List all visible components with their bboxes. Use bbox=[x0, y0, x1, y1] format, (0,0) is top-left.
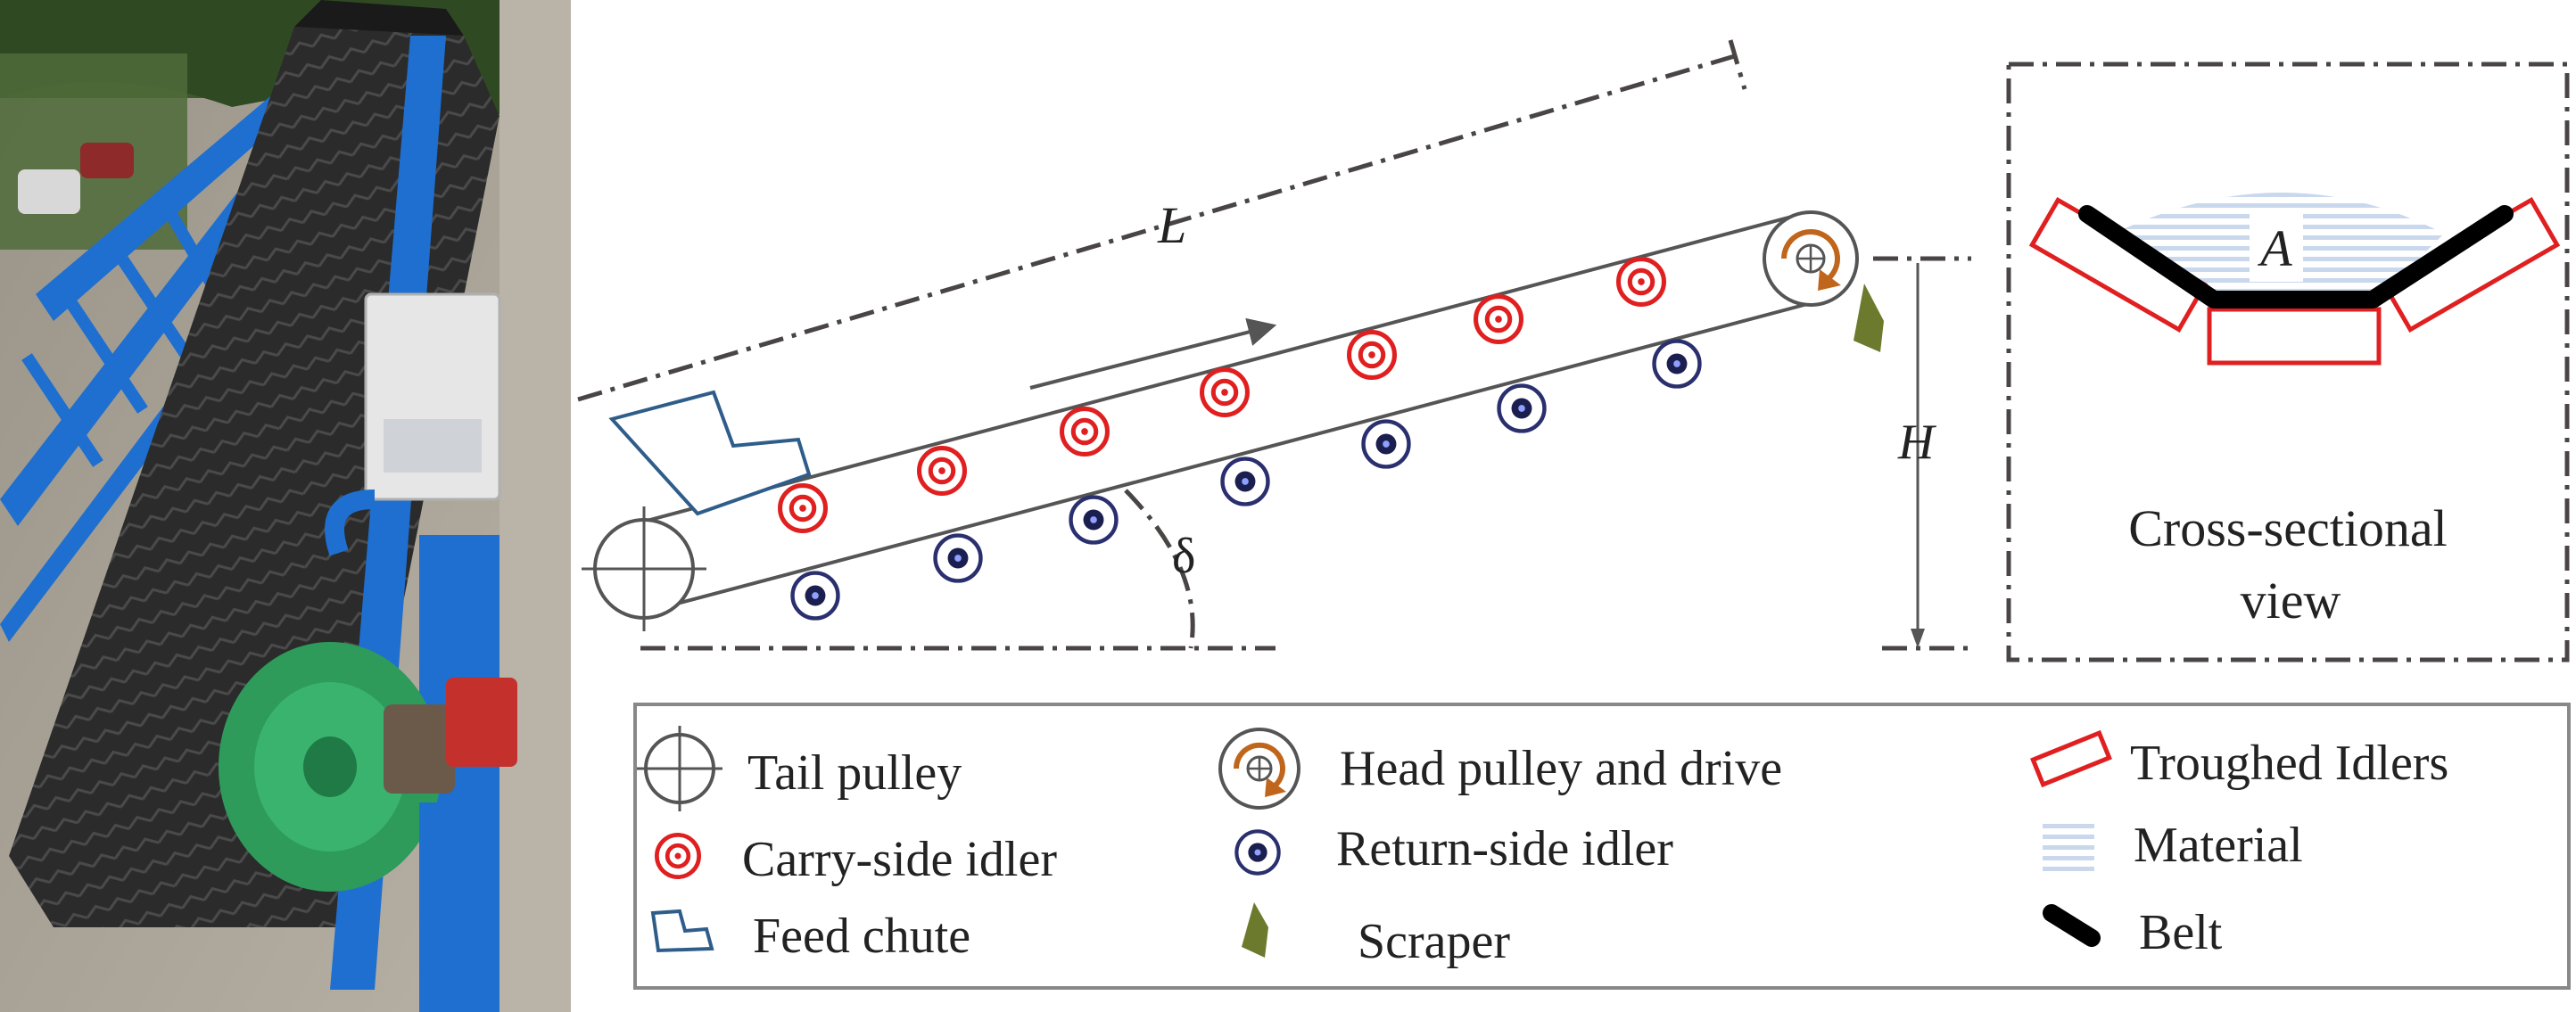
belt-section bbox=[2078, 205, 2514, 309]
belt-conveyor-photo bbox=[0, 0, 571, 1012]
tail-pulley-icon bbox=[637, 726, 722, 811]
legend-label-carry-side-idler: Carry-side idler bbox=[742, 832, 1057, 887]
belt-direction-arrow bbox=[1029, 317, 1277, 390]
return-side-idler-icon bbox=[1236, 831, 1278, 873]
conveyor-diagram: L H δ A Cross-sectional view Tail pulley… bbox=[577, 39, 2571, 990]
legend-label-tail-pulley: Tail pulley bbox=[747, 745, 962, 801]
angle-arc bbox=[1124, 489, 1195, 649]
tail-pulley bbox=[582, 506, 706, 631]
legend-label-feed-chute: Feed chute bbox=[753, 909, 970, 964]
cross-section-frame bbox=[2006, 62, 2570, 662]
legend-label-material: Material bbox=[2134, 818, 2303, 873]
length-dimension-line bbox=[577, 53, 1738, 402]
length-label: L bbox=[1157, 196, 1186, 254]
legend-label-head-pulley: Head pulley and drive bbox=[1340, 741, 1782, 796]
legend-label-belt: Belt bbox=[2139, 905, 2223, 960]
area-label-box bbox=[2250, 214, 2303, 282]
legend-label-return-side-idler: Return-side idler bbox=[1336, 821, 1673, 876]
belt-bottom-line bbox=[632, 301, 1812, 617]
feed-chute bbox=[608, 390, 812, 516]
legend-label-scraper: Scraper bbox=[1358, 914, 1510, 969]
scraper-icon bbox=[1242, 902, 1268, 958]
feed-chute-icon bbox=[650, 909, 714, 953]
head-pulley bbox=[1763, 210, 1859, 307]
angle-label: δ bbox=[1172, 529, 1195, 584]
belt-icon bbox=[2043, 904, 2101, 947]
carry-side-idler-icon bbox=[656, 835, 698, 876]
cross-section-caption-line1: Cross-sectional bbox=[2128, 499, 2448, 557]
legend-frame bbox=[633, 703, 2571, 990]
area-label: A bbox=[2257, 219, 2292, 277]
material-icon bbox=[2043, 822, 2094, 876]
troughed-idlers bbox=[2028, 196, 2561, 366]
scraper bbox=[1854, 284, 1884, 352]
legend-label-troughed-idlers: Troughed Idlers bbox=[2130, 736, 2448, 791]
cross-section-caption-line2: view bbox=[2241, 572, 2341, 629]
head-pulley-drive-icon bbox=[1218, 728, 1300, 810]
troughed-idler-icon bbox=[2030, 729, 2112, 788]
height-label: H bbox=[1897, 415, 1936, 470]
